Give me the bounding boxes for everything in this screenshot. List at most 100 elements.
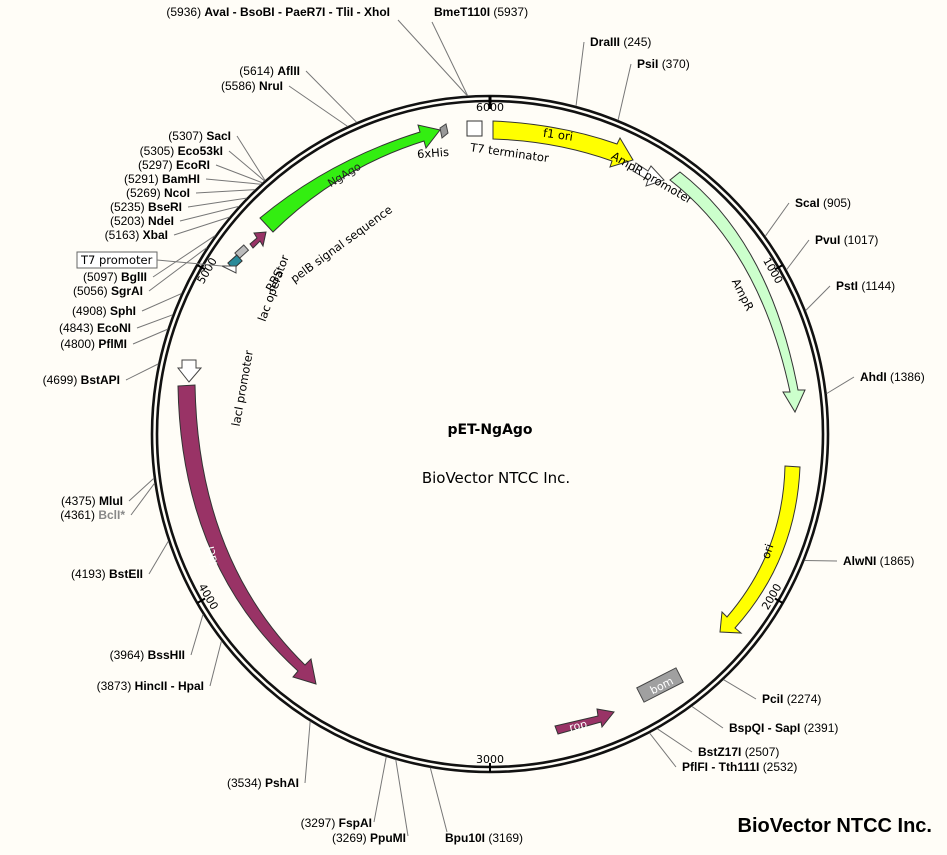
site-leader (136, 314, 173, 329)
site-position: (3534) (227, 776, 265, 790)
site-position: (1144) (861, 279, 895, 293)
site-name: NruI (259, 79, 283, 93)
site-label: (5297) EcoRI (138, 158, 210, 172)
company-name: BioVector NTCC Inc. (422, 469, 570, 487)
site-name: BstZ17I (698, 745, 745, 759)
site-label: (3297) FspAI (301, 816, 372, 830)
site-leader (228, 150, 265, 182)
tick-label-6000: 6000 (476, 101, 504, 114)
site-leader (305, 70, 358, 123)
site-name: BstEII (109, 567, 143, 581)
site-name: PflMI (98, 337, 127, 351)
tick-mark-1000 (774, 264, 784, 271)
site-position: (4800) (60, 337, 98, 351)
site-leader (195, 189, 256, 194)
site-position: (2391) (804, 721, 839, 735)
site-leader (764, 202, 790, 237)
site-leader (786, 239, 810, 271)
site-label: PvuI (1017) (815, 233, 878, 247)
site-position: (5586) (221, 79, 259, 93)
site-leader (373, 756, 387, 823)
site-leader (141, 293, 182, 312)
site-position: (5291) (124, 172, 162, 186)
site-position: (4193) (71, 567, 109, 581)
site-leader (723, 679, 757, 700)
site-name: FspAI (339, 816, 372, 830)
site-name: Eco53kI (178, 144, 223, 158)
site-leader (304, 721, 311, 784)
site-position: (5307) (168, 129, 206, 143)
site-name: BstAPI (81, 373, 120, 387)
site-label: (5269) NcoI (126, 186, 190, 200)
site-leader (397, 19, 468, 97)
site-position: (3964) (110, 648, 148, 662)
site-name: PsiI (637, 57, 662, 71)
site-name: BseRI (148, 200, 182, 214)
site-leader (805, 285, 831, 311)
site-position: (3269) (332, 831, 370, 845)
site-name: EcoNI (97, 321, 131, 335)
site-leader (395, 759, 409, 837)
site-label: (4375) MluI (61, 494, 123, 508)
site-label: (5307) SacI (168, 129, 231, 143)
site-name: BglII (121, 270, 147, 284)
ampr-promoter-arrow (632, 162, 665, 187)
site-leader (187, 197, 247, 208)
site-label: (5097) BglII (83, 270, 147, 284)
site-position: (4361) (60, 508, 98, 522)
site-position: (1386) (890, 370, 925, 384)
site-name: SgrAI (111, 284, 143, 298)
site-position: (2532) (763, 760, 798, 774)
site-label: (5235) BseRI (110, 200, 182, 214)
ori-arrow (719, 465, 801, 634)
site-leader (148, 247, 208, 292)
site-leader (130, 482, 155, 516)
site-label: (4361) BclI* (60, 508, 125, 522)
site-label: (5305) Eco53kI (140, 144, 223, 158)
site-leader (657, 728, 693, 753)
site-name: NcoI (164, 186, 190, 200)
site-label: (4699) BstAPI (43, 373, 120, 387)
lac-operator-label: lac operator (255, 253, 292, 324)
laci-arrow (177, 384, 317, 685)
site-name: AlwNI (843, 554, 880, 568)
site-leader (205, 178, 261, 185)
his-tag-label: 6xHis (417, 145, 450, 161)
site-leader (431, 21, 469, 96)
rop-arrow (554, 708, 615, 735)
features: f1 ori T7 terminator 6xHis NgAgo pelB si… (76, 120, 806, 735)
laci-label: lacI (204, 545, 221, 566)
site-name: AflII (277, 64, 300, 78)
site-position: (5097) (83, 270, 121, 284)
ngago-arrow (259, 124, 441, 233)
site-label: (3269) PpuMI (332, 831, 406, 845)
site-leader (132, 328, 168, 345)
site-label: ScaI (905) (795, 196, 851, 210)
site-position: (1017) (844, 233, 879, 247)
site-label: DraIII (245) (590, 35, 651, 49)
pelb-arrow (249, 231, 267, 249)
tick-mark-4000 (196, 597, 206, 604)
site-label: (5291) BamHI (124, 172, 200, 186)
site-label: (3873) HincII - HpaI (97, 679, 204, 693)
site-leader (179, 205, 239, 222)
site-name: BspQI - SapI (729, 721, 804, 735)
site-position: (245) (623, 35, 651, 49)
site-name: PvuI (815, 233, 844, 247)
ampr-arrow (669, 171, 806, 414)
site-leader (691, 705, 724, 729)
site-leader (617, 63, 632, 121)
rop-label: rop (568, 718, 588, 735)
f1-ori-label: f1 ori (542, 126, 574, 144)
site-label: (4193) BstEII (71, 567, 143, 581)
tick-mark-2000 (774, 597, 784, 604)
site-label: Bpu10I (3169) (445, 831, 523, 845)
site-position: (5056) (73, 284, 111, 298)
plasmid-name: pET-NgAgo (447, 422, 532, 438)
site-leader (173, 216, 230, 236)
site-position: (2274) (787, 692, 822, 706)
site-leader (125, 363, 159, 381)
site-name: BmeT110I (434, 5, 493, 19)
site-position: (5269) (126, 186, 164, 200)
site-label: AhdI (1386) (860, 370, 925, 384)
